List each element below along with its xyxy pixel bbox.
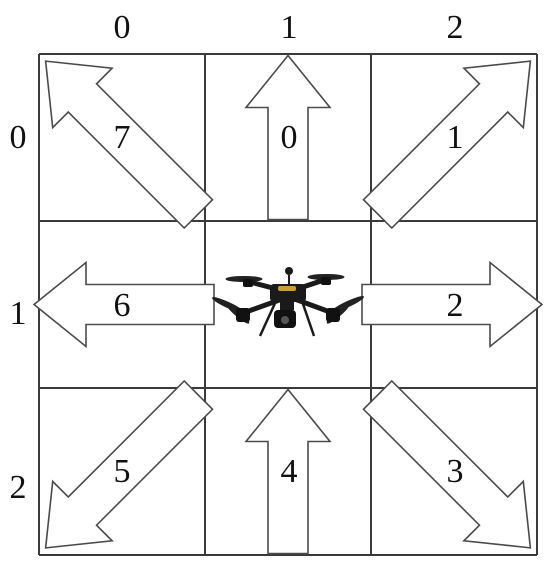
arrow-up-cell-2-1 <box>244 388 332 555</box>
arrow-layer <box>32 54 544 555</box>
row-label-1: 1 <box>10 295 27 332</box>
direction-code-5: 5 <box>114 453 131 490</box>
direction-code-7: 7 <box>114 119 131 156</box>
column-label-1: 1 <box>281 9 298 46</box>
arrow-left-cell-1-0 <box>32 260 215 349</box>
arrow-up-right-cell-0-2 <box>362 60 532 230</box>
arrow-down-right-cell-2-2 <box>362 379 532 549</box>
row-label-0: 0 <box>10 119 27 156</box>
direction-code-6: 6 <box>114 287 131 324</box>
arrow-up-left-cell-0-0 <box>44 60 214 230</box>
camera-gimbal <box>274 302 296 328</box>
arrow-down-left-cell-2-0 <box>44 379 214 549</box>
row-label-2: 2 <box>10 469 27 506</box>
column-label-0: 0 <box>114 9 131 46</box>
landing-legs <box>258 300 316 337</box>
direction-code-3: 3 <box>447 453 464 490</box>
arrow-up-cell-0-1 <box>244 54 332 221</box>
direction-code-0: 0 <box>281 119 298 156</box>
direction-code-4: 4 <box>281 453 298 490</box>
direction-code-2: 2 <box>447 287 464 324</box>
drone-image <box>212 267 364 337</box>
direction-code-1: 1 <box>447 119 464 156</box>
column-label-2: 2 <box>447 9 464 46</box>
arrow-right-cell-1-2 <box>361 260 544 349</box>
drone-motors <box>236 277 340 322</box>
drone-body <box>270 267 306 302</box>
